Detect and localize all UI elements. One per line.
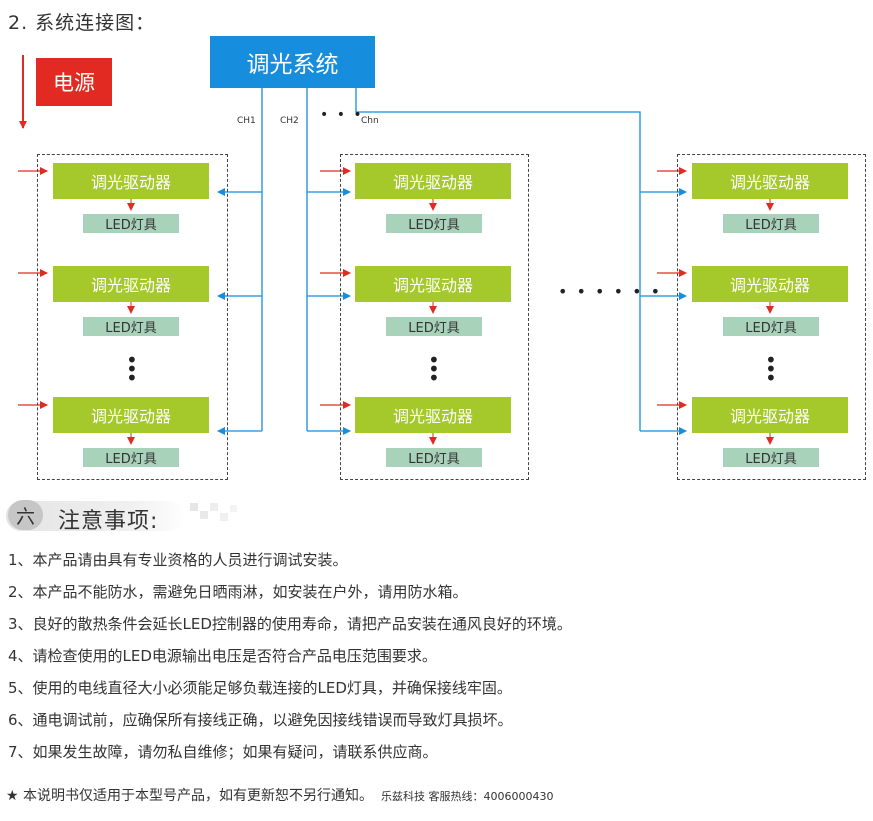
driver-group-1: [37, 154, 228, 480]
section-number-badge: 六: [8, 500, 43, 530]
section-header-background: [6, 501, 237, 531]
note-item: 6、通电调试前，应确保所有接线正确，以避免因接线错误而导致灯具损坏。: [8, 711, 513, 729]
note-item: 3、良好的散热条件会延长LED控制器的使用寿命，请把产品安装在通风良好的环境。: [8, 615, 572, 633]
note-item: 1、本产品请由具有专业资格的人员进行调试安装。: [8, 551, 348, 569]
led-lamp: LED灯具: [386, 448, 482, 467]
power-input-arrows: [18, 167, 687, 409]
vertical-ellipsis: • • •: [126, 348, 138, 390]
power-box: 电源: [36, 58, 112, 106]
driver-to-lamp-arrows: [127, 199, 774, 445]
driver-group-n: [677, 154, 866, 480]
led-lamp: LED灯具: [723, 448, 819, 467]
led-lamp: LED灯具: [83, 317, 179, 336]
vertical-ellipsis: • • •: [428, 348, 440, 390]
note-item: 5、使用的电线直径大小必须能足够负载连接的LED灯具，并确保接线牢固。: [8, 679, 512, 697]
dimming-driver: 调光驱动器: [355, 163, 511, 199]
channel-label-chn: Chn: [361, 116, 379, 126]
footer: ★ 本说明书仅适用于本型号产品，如有更新恕不另行通知。乐兹科技 客服热线：400…: [6, 785, 553, 805]
dimming-driver: 调光驱动器: [53, 397, 209, 433]
channel-label-ch2: CH2: [280, 116, 299, 126]
led-lamp: LED灯具: [386, 317, 482, 336]
vertical-ellipsis: • • •: [765, 348, 777, 390]
led-lamp: LED灯具: [386, 214, 482, 233]
diagram-heading: 2. 系统连接图：: [8, 12, 156, 34]
connection-diagram: [18, 55, 774, 445]
chn-bus: [355, 88, 687, 435]
dimming-driver: 调光驱动器: [355, 266, 511, 302]
dimming-driver: 调光驱动器: [53, 266, 209, 302]
footer-notice: ★ 本说明书仅适用于本型号产品，如有更新恕不另行通知。: [6, 788, 373, 804]
dimming-driver: 调光驱动器: [692, 266, 848, 302]
section-title: 注意事项:: [58, 509, 159, 534]
ch2-bus: [306, 88, 351, 435]
note-item: 4、请检查使用的LED电源输出电压是否符合产品电压范围要求。: [8, 647, 437, 665]
channel-label-ch1: CH1: [237, 116, 256, 126]
dimming-driver: 调光驱动器: [355, 397, 511, 433]
note-item: 2、本产品不能防水，需避免日晒雨淋，如安装在户外，请用防水箱。: [8, 583, 468, 601]
led-lamp: LED灯具: [83, 214, 179, 233]
driver-group-2: [340, 154, 529, 480]
dimming-system-box: 调光系统: [210, 36, 375, 88]
led-lamp: LED灯具: [83, 448, 179, 467]
dimming-driver: 调光驱动器: [692, 397, 848, 433]
channel-ellipsis: • • •: [320, 107, 364, 123]
led-lamp: LED灯具: [723, 214, 819, 233]
footer-contact: 乐兹科技 客服热线：4006000430: [381, 790, 554, 803]
group-ellipsis: • • • • • •: [558, 282, 663, 301]
note-item: 7、如果发生故障，请勿私自维修；如果有疑问，请联系供应商。: [8, 743, 438, 761]
ch1-bus: [217, 88, 263, 435]
dimming-driver: 调光驱动器: [692, 163, 848, 199]
led-lamp: LED灯具: [723, 317, 819, 336]
dimming-driver: 调光驱动器: [53, 163, 209, 199]
